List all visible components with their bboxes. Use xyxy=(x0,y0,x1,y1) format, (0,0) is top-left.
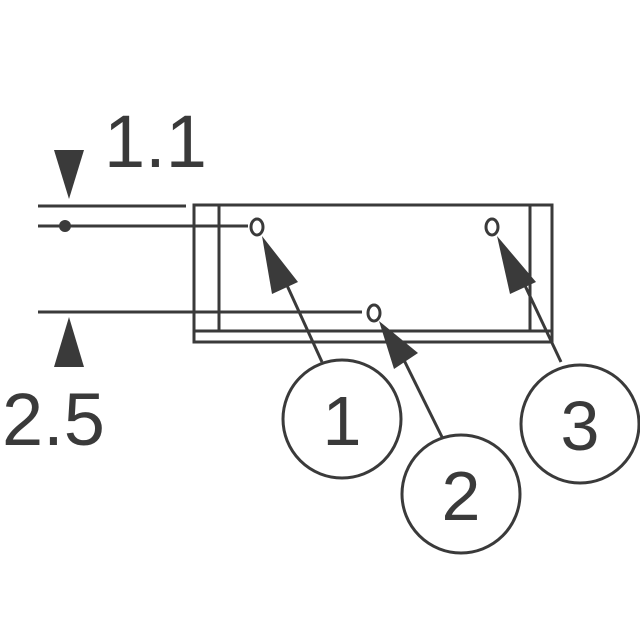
callout-circle-1 xyxy=(281,358,403,480)
callout-number-2: 2 xyxy=(442,457,481,535)
leader-arrow-1 xyxy=(262,236,298,294)
pin-2 xyxy=(366,303,382,323)
leader-line-2 xyxy=(397,349,444,438)
dim-arrow-up xyxy=(54,317,84,367)
dim-arrow-down xyxy=(54,150,84,199)
callout-2: 2 xyxy=(400,433,522,555)
dim-label-bottom: 2.5 xyxy=(2,378,105,461)
dim-dot xyxy=(59,220,71,232)
pin-3 xyxy=(484,217,500,237)
component-body xyxy=(192,203,554,344)
dimension-lines xyxy=(38,204,362,314)
leader-arrow-2 xyxy=(379,321,418,369)
leader-line-3 xyxy=(518,274,563,363)
dim-label-top: 1.1 xyxy=(104,100,207,183)
callout-number-3: 3 xyxy=(561,387,600,465)
callout-1: 1 xyxy=(281,358,403,480)
callout-number-1: 1 xyxy=(323,382,362,460)
pins xyxy=(249,217,500,323)
callout-circle-3 xyxy=(519,363,640,485)
leader-arrow-3 xyxy=(497,236,536,294)
body-outer-outline xyxy=(192,203,554,344)
pin-1 xyxy=(249,217,265,237)
callout-circle-2 xyxy=(400,433,522,555)
callout-3: 3 xyxy=(519,363,640,485)
